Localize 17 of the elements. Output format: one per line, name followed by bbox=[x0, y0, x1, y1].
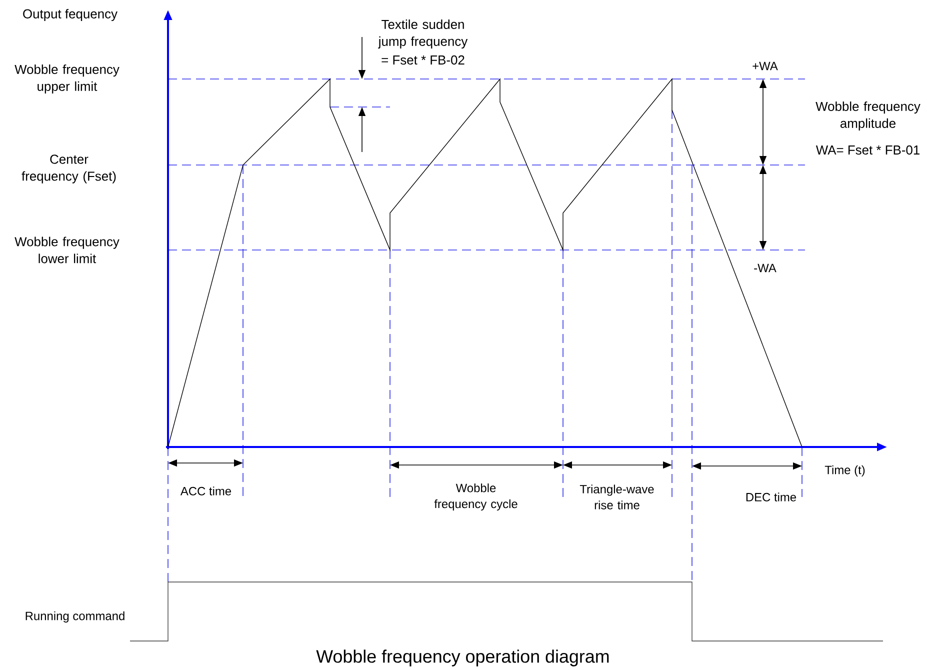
dimension-label: DEC time bbox=[746, 492, 796, 502]
level-label: -WA bbox=[754, 264, 776, 272]
dimension-label: Wobble frequency cycle bbox=[434, 483, 518, 511]
caption: Wobble frequency operation diagram bbox=[316, 650, 609, 666]
level-label: Wobble frequency lower limit bbox=[14, 236, 120, 264]
annotation-text: = Fset * FB-02 bbox=[382, 55, 464, 65]
signal-label: Running command bbox=[26, 611, 124, 623]
level-label: +WA bbox=[752, 62, 778, 70]
axis-label: Output fequency bbox=[23, 8, 118, 22]
level-label: Wobble frequency upper limit bbox=[14, 64, 120, 94]
annotation-text: Wobble frequency amplitude bbox=[816, 101, 920, 130]
dimension-label: Triangle-wave rise time bbox=[580, 484, 654, 510]
annotation-text: Textile sudden jump frequency bbox=[378, 19, 468, 48]
axis-label: Time (t) bbox=[824, 465, 865, 477]
dimension-label: ACC time bbox=[180, 486, 232, 496]
annotation-text: WA= Fset * FB-01 bbox=[816, 145, 920, 155]
level-label: Center frequency (Fset) bbox=[22, 154, 116, 184]
